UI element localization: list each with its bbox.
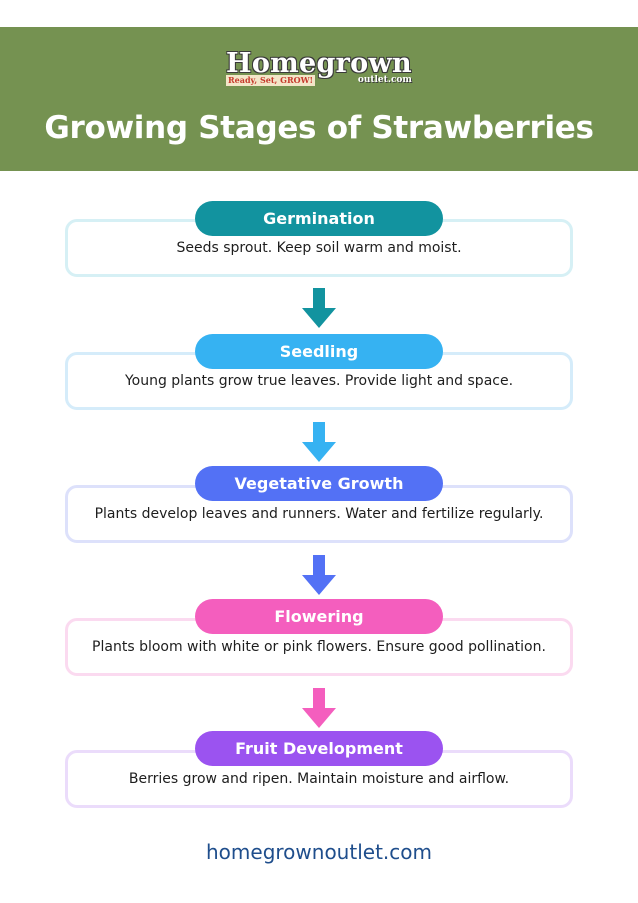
down-arrow-icon [302,555,336,595]
stage-label-fruit-development: Fruit Development [195,731,443,766]
stage-label-germination: Germination [195,201,443,236]
stage-label-flowering: Flowering [195,599,443,634]
down-arrow-icon [302,688,336,728]
stage-name: Flowering [274,607,364,626]
logo-tagline: Ready, Set, GROW! [226,75,316,86]
page-title: Growing Stages of Strawberries [44,110,594,146]
logo-name: Homegrown [226,48,412,79]
stage-label-seedling: Seedling [195,334,443,369]
logo: Homegrown Ready, Set, GROW! outlet.com [0,49,638,87]
stage-name: Seedling [279,342,359,361]
stage-description: Plants develop leaves and runners. Water… [94,506,544,522]
stage-description: Berries grow and ripen. Maintain moistur… [128,771,510,787]
stage-description: Plants bloom with white or pink flowers.… [92,639,546,655]
stage-name: Fruit Development [235,739,403,758]
stage-label-vegetative-growth: Vegetative Growth [195,466,443,501]
down-arrow-icon [302,288,336,328]
stage-name: Germination [263,209,375,228]
logo-domain: outlet.com [357,75,412,85]
stage-box-flowering: Plants bloom with white or pink flowers.… [65,618,573,676]
stage-description: Young plants grow true leaves. Provide l… [124,373,514,389]
header-banner: Homegrown Ready, Set, GROW! outlet.com G… [0,27,638,171]
stage-description: Seeds sprout. Keep soil warm and moist. [176,240,462,256]
stage-name: Vegetative Growth [234,474,404,493]
footer-url: homegrownoutlet.com [206,840,432,864]
down-arrow-icon [302,422,336,462]
